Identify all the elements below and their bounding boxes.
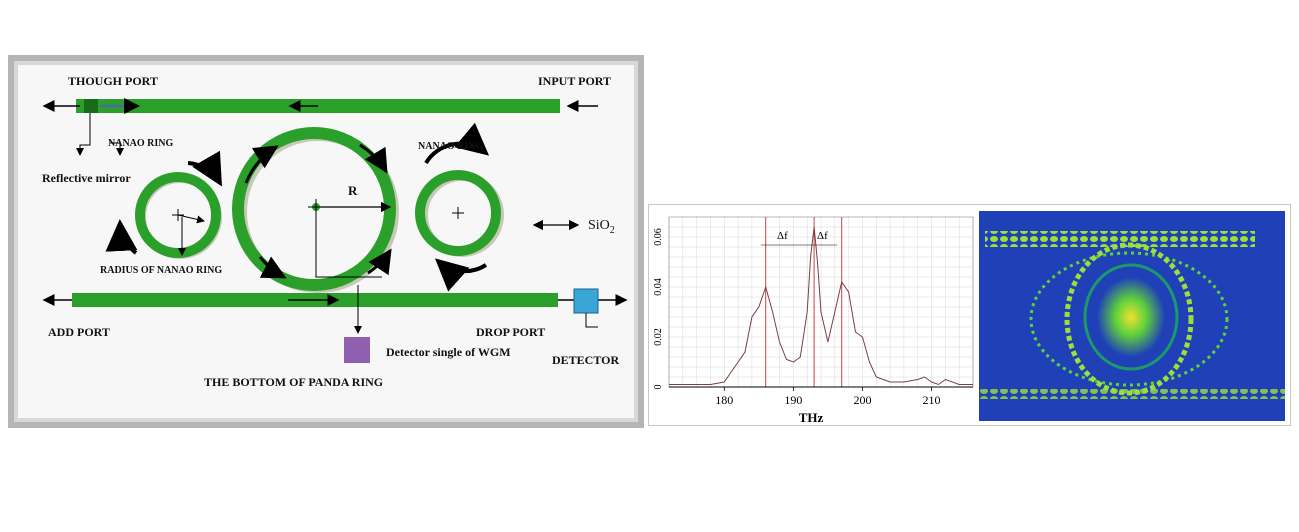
center-ring-arrow-4 — [367, 248, 392, 276]
x-tick-label: 180 — [715, 393, 733, 407]
right-nano-ring — [415, 170, 501, 256]
delta-f-label-2: Δf — [817, 230, 828, 242]
field-core — [1097, 277, 1165, 357]
add-port-label: ADD PORT — [48, 325, 110, 339]
right-nano-ring-label: NANAO RING — [418, 141, 484, 152]
left-label-pointer — [110, 142, 124, 156]
field-mid-ring — [1064, 242, 1194, 396]
y-tick-label: 0.04 — [653, 278, 664, 296]
through-port-label: THOUGH PORT — [68, 74, 158, 88]
x-tick-label: 190 — [784, 393, 802, 407]
drop-port-label: DROP PORT — [476, 325, 546, 339]
y-tick-label: 0.02 — [653, 328, 664, 346]
spectrum-series-line — [669, 226, 973, 386]
x-ticks: 180 190 200 210 — [715, 387, 941, 407]
y-ticks: 0 0.02 0.04 0.06 — [653, 228, 664, 389]
left-radius-arrow — [177, 214, 205, 224]
frame-inner — [18, 65, 634, 418]
y-tick-label: 0 — [653, 385, 664, 390]
input-port-label: INPUT PORT — [538, 74, 612, 88]
radius-of-nano-ring-label: RADIUS OF NANAO RING — [100, 265, 223, 276]
radius-r-label: R — [348, 183, 358, 198]
center-ring-arrow-1 — [244, 145, 279, 184]
detector-label: DETECTOR — [552, 353, 620, 367]
field-map — [979, 211, 1285, 421]
reflective-grating — [84, 99, 98, 113]
mirror-pointer — [76, 113, 91, 156]
left-ring-arrow-top — [187, 150, 222, 187]
field-inner-ring — [1083, 263, 1179, 371]
panda-ring-diagram: THOUGH PORT INPUT PORT NANAO RING NANAO … — [8, 55, 644, 428]
y-tick-label: 0.06 — [653, 228, 664, 246]
detector-wgm-label: Detector single of WGM — [386, 345, 511, 359]
chart-grid — [668, 217, 974, 388]
x-tick-label: 210 — [923, 393, 941, 407]
x-axis-label: THz — [799, 410, 824, 425]
sio2-text: SiO — [588, 218, 610, 233]
x-tick-label: 200 — [853, 393, 871, 407]
field-bottom-band — [979, 389, 1285, 399]
center-ring-arrow-2 — [359, 143, 388, 174]
sio2-subscript: 2 — [609, 224, 615, 236]
detector-box — [573, 288, 599, 314]
panda-ring-svg — [8, 55, 644, 428]
field-outer-ring — [1029, 251, 1229, 387]
spectrum-chart: 180 190 200 210 0 0.02 0.04 0.06 THz Δf Δf — [653, 216, 974, 425]
chart-vlines — [765, 217, 843, 387]
results-panel: 180 190 200 210 0 0.02 0.04 0.06 THz Δf Δf — [648, 204, 1291, 426]
left-nano-ring-label: NANAO RING — [108, 138, 174, 149]
bottom-title-label: THE BOTTOM OF PANDA RING — [204, 375, 384, 389]
sio2-label: SiO2 — [588, 218, 615, 236]
left-ring-arrow-bottom — [105, 219, 138, 255]
detector-pointer — [585, 313, 598, 328]
reflective-mirror-label: Reflective mirror — [42, 171, 131, 185]
center-ring-arrow-3 — [258, 256, 287, 279]
wgm-detector — [344, 337, 370, 363]
right-ring-arrow-bottom — [435, 258, 488, 292]
right-ring-arrow-top — [424, 122, 490, 165]
field-top-band — [985, 231, 1255, 247]
delta-f-label-1: Δf — [777, 230, 788, 242]
center-pointer — [315, 211, 382, 278]
